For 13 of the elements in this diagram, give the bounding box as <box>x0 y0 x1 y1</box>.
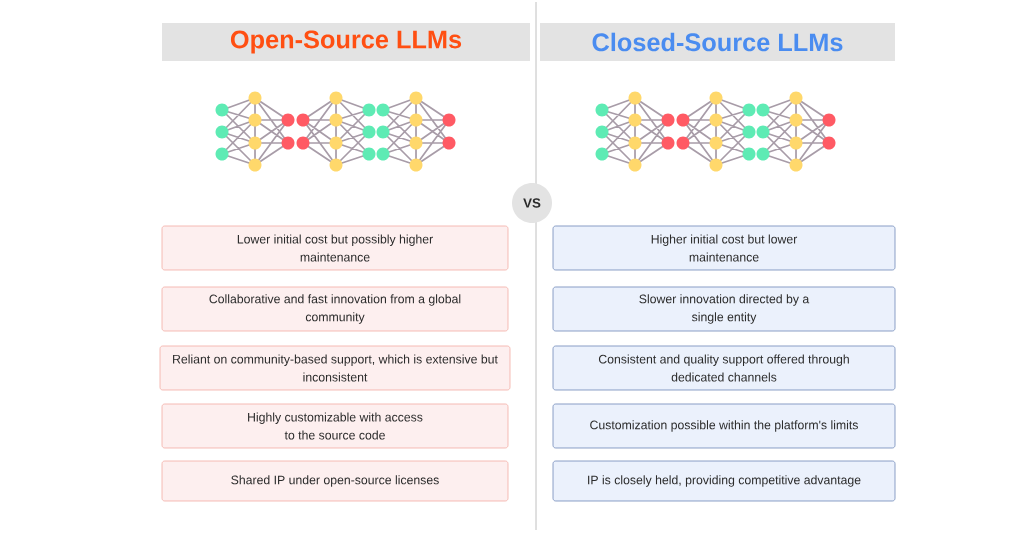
comparison-box: Reliant on community-based support, which is extensive but inconsistent <box>159 345 511 391</box>
comparison-box: Higher initial cost but lower maintenance <box>552 225 896 271</box>
comparison-box: Highly customizable with access to the source code <box>161 403 509 449</box>
comparison-box: Lower initial cost but possibly higher maintenance <box>161 225 509 271</box>
title-band: Open-Source LLMs <box>162 23 530 61</box>
comparison-box: Consistent and quality support offered through dedicated channels <box>552 345 896 391</box>
vs-badge: VS <box>512 183 552 223</box>
comparison-box: IP is closely held, providing competitive advantage <box>552 460 896 502</box>
comparison-box: Shared IP under open-source licenses <box>161 460 509 502</box>
comparison-box: Customization possible within the platform's limits <box>552 403 896 449</box>
title-band: Closed-Source LLMs <box>540 23 895 61</box>
comparison-box: Slower innovation directed by a single entity <box>552 286 896 332</box>
comparison-box: Collaborative and fast innovation from a global community <box>161 286 509 332</box>
